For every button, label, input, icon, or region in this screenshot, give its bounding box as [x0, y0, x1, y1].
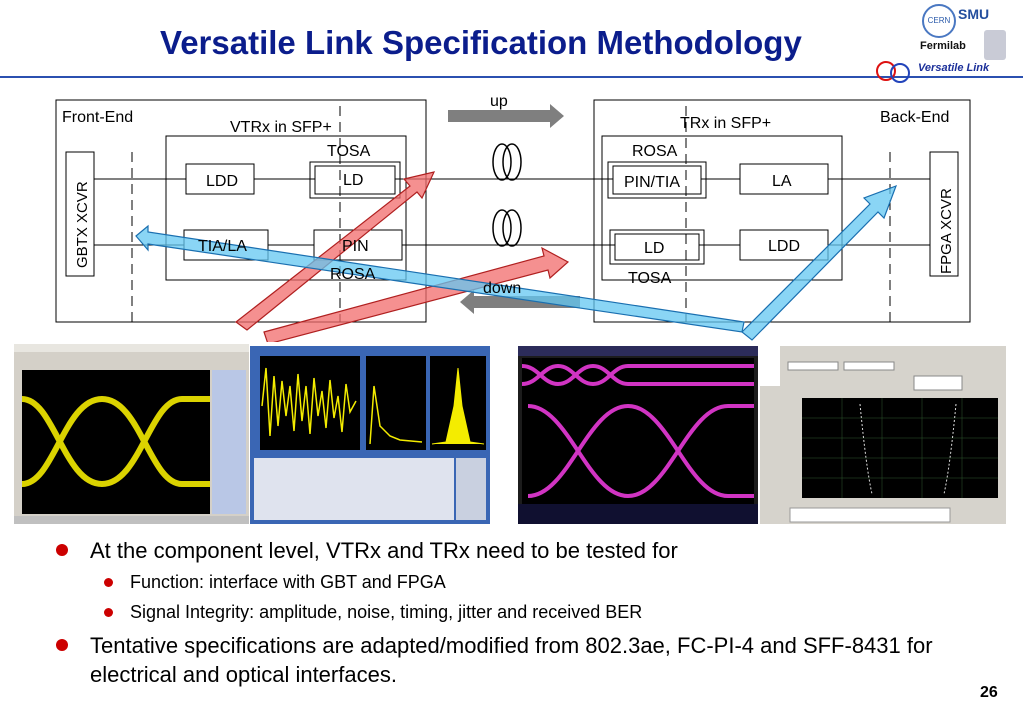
bullet-item: Tentative specifications are adapted/mod…: [56, 631, 996, 689]
tosa-right-box: [609, 229, 705, 265]
front-end-label: Front-End: [62, 109, 133, 126]
bullet-list: At the component level, VTRx and TRx nee…: [56, 536, 996, 691]
trx-label: TRx in SFP+: [680, 115, 771, 132]
scope-eye-screenshot-magenta: [518, 346, 758, 524]
red-arrow-ld: [235, 171, 436, 331]
up-label: up: [490, 93, 508, 110]
down-label: down: [483, 280, 521, 297]
blue-arrow-gbtx: [135, 224, 745, 333]
fpga-label: FPGA XCVR: [938, 188, 955, 274]
blue-arrow-fpga: [741, 184, 898, 341]
red-arrow-pin: [263, 246, 570, 342]
fpga-box: [929, 151, 959, 277]
gbtx-box: [65, 151, 95, 277]
ldd-left-label: LDD: [206, 173, 238, 190]
sub-bullet-dot-icon: [104, 578, 113, 587]
vtrx-label: VTRx in SFP+: [230, 119, 332, 136]
tosa-right-label: TOSA: [628, 270, 672, 287]
tosa-left-label: TOSA: [327, 143, 371, 160]
sub-bullet-item: Function: interface with GBT and FPGA: [56, 567, 996, 597]
page-number: 26: [980, 684, 998, 701]
rosa-right-box: [607, 161, 707, 199]
sub-bullet-text: Function: interface with GBT and FPGA: [130, 572, 446, 592]
gbtx-label: GBTX XCVR: [74, 181, 91, 268]
scope-eye-screenshot-yellow: [14, 344, 249, 524]
link-diagram: Front-End Back-End VTRx in SFP+ TRx in S…: [40, 86, 988, 342]
rosa-left-label: ROSA: [330, 266, 376, 283]
ld-right-label: LD: [644, 240, 664, 257]
jitter-analyzer-screenshot: [250, 346, 490, 524]
slide-title: Versatile Link Specification Methodology: [160, 24, 802, 61]
pin-tia-label: PIN/TIA: [624, 174, 680, 191]
rings-logo-icon: [876, 61, 910, 83]
tosa-left-box: [309, 161, 401, 199]
pin-left-label: PIN: [342, 238, 369, 255]
sub-bullet-dot-icon: [104, 608, 113, 617]
la-right-label: LA: [772, 173, 792, 190]
bullet-dot-icon: [56, 639, 68, 651]
rosa-right-label: ROSA: [632, 143, 678, 160]
oxford-crest-icon: [984, 30, 1006, 60]
back-end-box: [593, 99, 971, 323]
bullet-dot-icon: [56, 544, 68, 556]
bullet-text: At the component level, VTRx and TRx nee…: [90, 538, 678, 563]
vtrx-box: [165, 135, 407, 281]
title-divider: [0, 76, 1023, 78]
ld-left-label: LD: [343, 172, 363, 189]
up-arrow: [448, 104, 564, 128]
sub-bullet-text: Signal Integrity: amplitude, noise, timi…: [130, 602, 643, 622]
sub-bullet-item: Signal Integrity: amplitude, noise, timi…: [56, 597, 996, 627]
ldd-right-label: LDD: [768, 238, 800, 255]
smu-logo: SMU: [958, 6, 990, 22]
fermilab-logo: Fermilab: [920, 40, 966, 52]
bullet-text: Tentative specifications are adapted/mod…: [90, 633, 933, 687]
tia-la-label: TIA/LA: [198, 238, 247, 255]
brand-label: Versatile Link: [918, 62, 990, 74]
back-end-label: Back-End: [880, 109, 949, 126]
trx-box: [601, 135, 843, 281]
ber-test-screenshot: [760, 346, 1006, 524]
bullet-item: At the component level, VTRx and TRx nee…: [56, 536, 996, 565]
cern-logo: CERN: [922, 4, 956, 38]
